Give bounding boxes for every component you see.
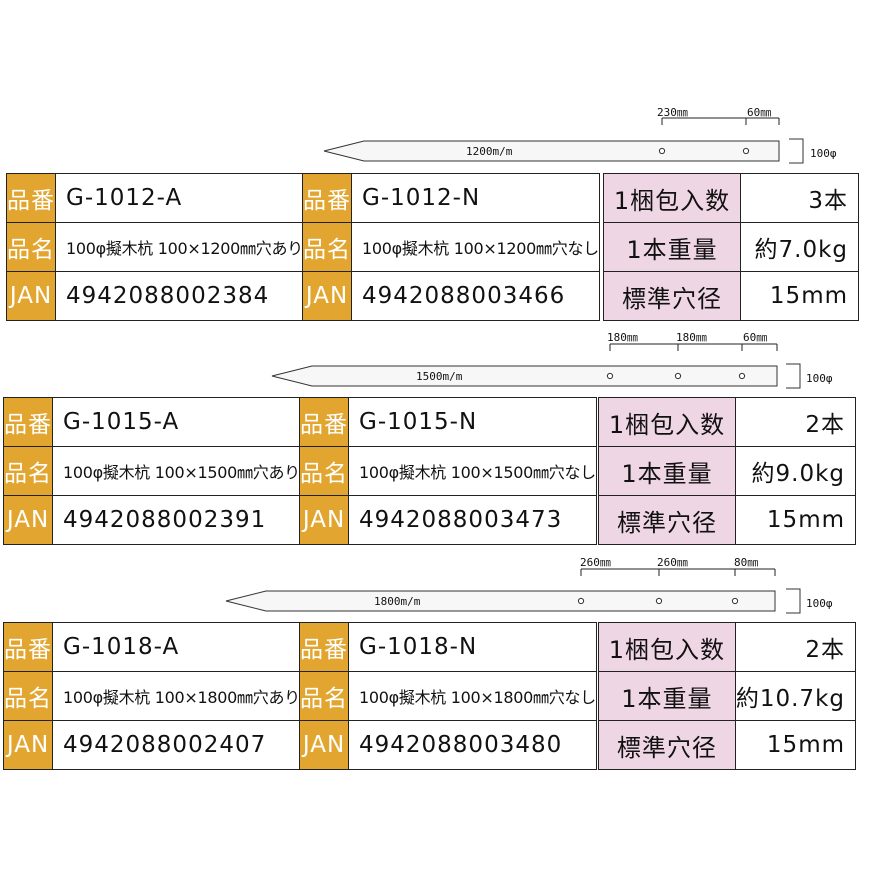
variant-n-table: 品番 G-1015-N 品名 100φ擬木杭 100×1500㎜穴なし JAN … bbox=[299, 397, 597, 545]
pack-qty-value: 3本 bbox=[740, 173, 859, 223]
diameter-label: 100φ bbox=[810, 147, 837, 160]
product-block-1: 230㎜ 60㎜ 1200m/m 100φ 品番 G-1012-A 品名 100… bbox=[0, 103, 870, 325]
product-code: G-1018-N bbox=[348, 622, 597, 672]
hole-label: 標準穴径 bbox=[603, 271, 741, 321]
jan-label: JAN bbox=[3, 720, 53, 770]
stake-diagram: 180㎜ 180㎜ 60㎜ 1500m/m 100φ bbox=[0, 327, 870, 397]
variant-n-table: 品番 G-1018-N 品名 100φ擬木杭 100×1800㎜穴なし JAN … bbox=[299, 622, 597, 770]
jan-code: 4942088002407 bbox=[52, 720, 301, 770]
pack-qty-value: 2本 bbox=[734, 622, 857, 672]
pack-qty-label: 1梱包入数 bbox=[598, 397, 736, 447]
jan-label: JAN bbox=[299, 720, 349, 770]
length-label: 1500m/m bbox=[416, 370, 463, 383]
stake-drawing: 180㎜ 180㎜ 60㎜ 1500m/m 100φ bbox=[271, 331, 833, 389]
jan-label: JAN bbox=[6, 271, 56, 321]
hole-label: 標準穴径 bbox=[598, 720, 736, 770]
product-block-2: 180㎜ 180㎜ 60㎜ 1500m/m 100φ 品番 G-1015-A 品… bbox=[0, 327, 870, 549]
product-block-3: 260㎜ 260㎜ 80㎜ 1800m/m 100φ 品番 G-1018-A 品… bbox=[0, 552, 870, 774]
hinban-label: 品番 bbox=[6, 173, 56, 223]
unit-weight-value: 約7.0kg bbox=[740, 222, 859, 272]
jan-label: JAN bbox=[302, 271, 352, 321]
jan-code: 4942088002384 bbox=[55, 271, 304, 321]
length-label: 1200m/m bbox=[466, 145, 513, 158]
product-name: 100φ擬木杭 100×1800㎜穴あり bbox=[52, 671, 301, 721]
unit-weight-label: 1本重量 bbox=[603, 222, 741, 272]
product-name: 100φ擬木杭 100×1500㎜穴あり bbox=[52, 446, 301, 496]
hinmei-label: 品名 bbox=[302, 222, 352, 272]
spacing-label: 60㎜ bbox=[743, 331, 767, 344]
hole-value: 15mm bbox=[740, 271, 859, 321]
jan-label: JAN bbox=[299, 495, 349, 545]
hole-label: 標準穴径 bbox=[598, 495, 736, 545]
stake-drawing: 230㎜ 60㎜ 1200m/m 100φ bbox=[323, 106, 837, 164]
product-name: 100φ擬木杭 100×1800㎜穴なし bbox=[348, 671, 597, 721]
variant-a-table: 品番 G-1012-A 品名 100φ擬木杭 100×1200㎜穴あり JAN … bbox=[6, 173, 304, 321]
pack-qty-label: 1梱包入数 bbox=[598, 622, 736, 672]
spacing-label: 260㎜ bbox=[580, 556, 611, 569]
spacing-label: 180㎜ bbox=[607, 331, 638, 344]
hinmei-label: 品名 bbox=[3, 446, 53, 496]
pack-qty-label: 1梱包入数 bbox=[603, 173, 741, 223]
spacing-label: 80㎜ bbox=[734, 556, 758, 569]
stake-drawing: 260㎜ 260㎜ 80㎜ 1800m/m 100φ bbox=[225, 556, 833, 614]
jan-code: 4942088003480 bbox=[348, 720, 597, 770]
hinban-label: 品番 bbox=[299, 397, 349, 447]
variant-n-table: 品番 G-1012-N 品名 100φ擬木杭 100×1200㎜穴なし JAN … bbox=[302, 173, 600, 321]
jan-label: JAN bbox=[3, 495, 53, 545]
spacing-label: 260㎜ bbox=[657, 556, 688, 569]
diameter-label: 100φ bbox=[806, 372, 833, 385]
diameter-label: 100φ bbox=[806, 597, 833, 610]
hinban-label: 品番 bbox=[3, 622, 53, 672]
product-code: G-1018-A bbox=[52, 622, 301, 672]
stake-diagram: 230㎜ 60㎜ 1200m/m 100φ bbox=[0, 103, 870, 173]
unit-weight-label: 1本重量 bbox=[598, 446, 736, 496]
hinmei-label: 品名 bbox=[299, 446, 349, 496]
product-name: 100φ擬木杭 100×1200㎜穴なし bbox=[351, 222, 600, 272]
hinmei-label: 品名 bbox=[3, 671, 53, 721]
unit-weight-label: 1本重量 bbox=[598, 671, 736, 721]
hinmei-label: 品名 bbox=[6, 222, 56, 272]
product-name: 100φ擬木杭 100×1200㎜穴あり bbox=[55, 222, 304, 272]
unit-weight-value: 約9.0kg bbox=[735, 446, 856, 496]
pack-qty-value: 2本 bbox=[735, 397, 856, 447]
hinmei-label: 品名 bbox=[299, 671, 349, 721]
spec-table: 1梱包入数 2本 1本重量 約9.0kg 標準穴径 15mm bbox=[598, 397, 856, 545]
hinban-label: 品番 bbox=[3, 397, 53, 447]
spacing-label: 60㎜ bbox=[747, 106, 771, 119]
unit-weight-value: 約10.7kg bbox=[734, 671, 857, 721]
hinban-label: 品番 bbox=[302, 173, 352, 223]
jan-code: 4942088003473 bbox=[348, 495, 597, 545]
length-label: 1800m/m bbox=[374, 595, 421, 608]
spacing-label: 180㎜ bbox=[676, 331, 707, 344]
product-code: G-1015-N bbox=[348, 397, 597, 447]
variant-a-table: 品番 G-1015-A 品名 100φ擬木杭 100×1500㎜穴あり JAN … bbox=[3, 397, 301, 545]
jan-code: 4942088002391 bbox=[52, 495, 301, 545]
product-code: G-1012-A bbox=[55, 173, 304, 223]
spacing-label: 230㎜ bbox=[657, 106, 688, 119]
product-name: 100φ擬木杭 100×1500㎜穴なし bbox=[348, 446, 597, 496]
spec-table: 1梱包入数 3本 1本重量 約7.0kg 標準穴径 15mm bbox=[603, 173, 859, 321]
product-code: G-1015-A bbox=[52, 397, 301, 447]
variant-a-table: 品番 G-1018-A 品名 100φ擬木杭 100×1800㎜穴あり JAN … bbox=[3, 622, 301, 770]
product-code: G-1012-N bbox=[351, 173, 600, 223]
stake-diagram: 260㎜ 260㎜ 80㎜ 1800m/m 100φ bbox=[0, 552, 870, 622]
hole-value: 15mm bbox=[734, 720, 857, 770]
jan-code: 4942088003466 bbox=[351, 271, 600, 321]
hole-value: 15mm bbox=[735, 495, 856, 545]
hinban-label: 品番 bbox=[299, 622, 349, 672]
spec-table: 1梱包入数 2本 1本重量 約10.7kg 標準穴径 15mm bbox=[598, 622, 857, 770]
